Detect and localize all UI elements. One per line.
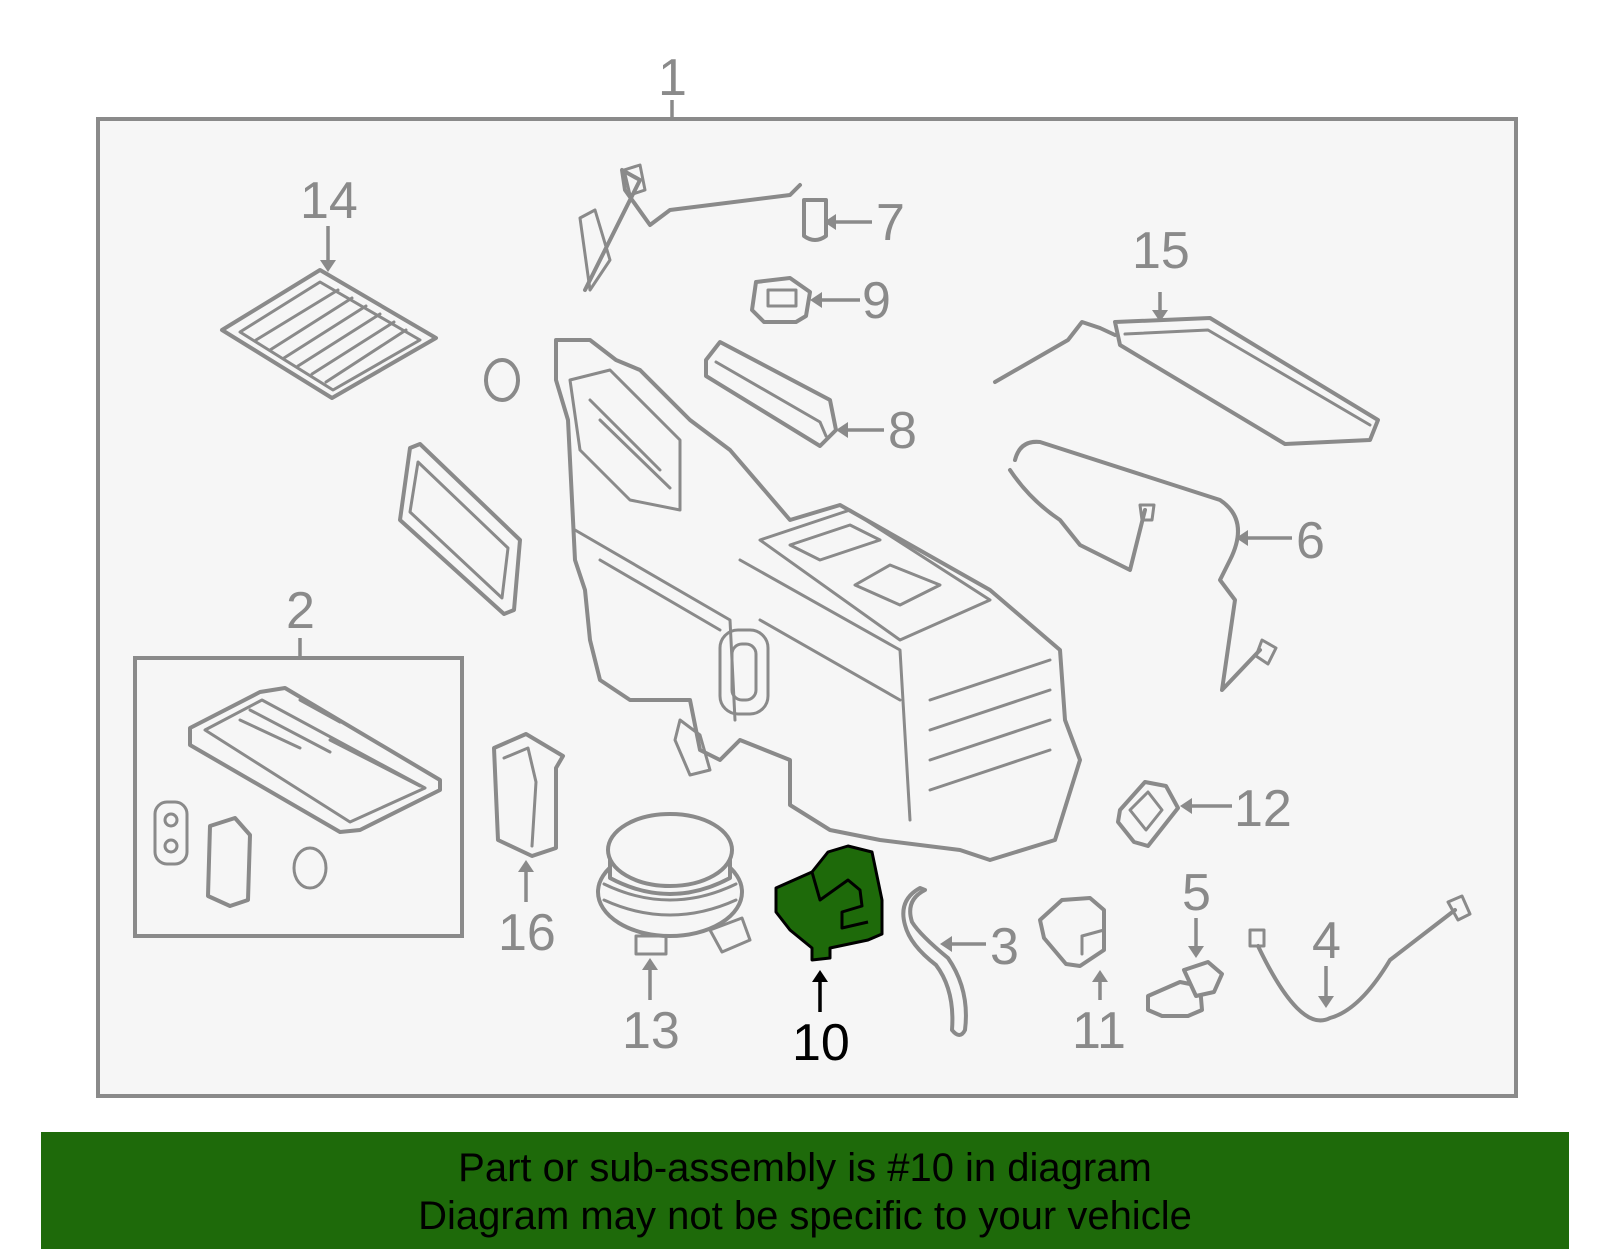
part-14-filter (220, 268, 438, 400)
callout-3[interactable]: 3 (990, 918, 1019, 976)
callout-8[interactable]: 8 (888, 402, 917, 460)
part-12-sensor (1116, 780, 1180, 848)
part-16-duct (492, 732, 565, 858)
callout-16[interactable]: 16 (498, 904, 556, 962)
callout-15[interactable]: 15 (1132, 222, 1190, 280)
callout-4[interactable]: 4 (1312, 912, 1341, 970)
notice-line-2: Diagram may not be specific to your vehi… (418, 1194, 1192, 1238)
callout-1[interactable]: 1 (658, 49, 687, 107)
part-3-drain-hose (901, 886, 968, 1037)
callout-2[interactable]: 2 (286, 582, 315, 640)
part-4-harness (1248, 894, 1472, 1023)
seal-ring (484, 358, 520, 402)
callout-10[interactable]: 10 (792, 1014, 850, 1072)
part-11-actuator (1038, 896, 1106, 968)
part-9-actuator (750, 276, 812, 324)
callout-7[interactable]: 7 (876, 194, 905, 252)
part-15-heater-core (993, 316, 1380, 446)
callout-9[interactable]: 9 (862, 272, 891, 330)
hvac-case (554, 338, 1082, 862)
part-10-highlighted[interactable] (774, 844, 884, 962)
callout-11[interactable]: 11 (1072, 1002, 1126, 1060)
evaporator-panel (398, 442, 522, 616)
callout-13[interactable]: 13 (622, 1002, 680, 1060)
part-7-sensor-wire (578, 163, 828, 292)
callout-12[interactable]: 12 (1234, 780, 1292, 838)
part-2-filter-tray (153, 686, 442, 908)
callout-14[interactable]: 14 (300, 172, 358, 230)
notice-banner: Part or sub-assembly is #10 in diagram D… (41, 1132, 1569, 1249)
part-13-blower-motor (596, 812, 752, 956)
part-5-clip (1146, 960, 1224, 1018)
callout-6[interactable]: 6 (1296, 512, 1325, 570)
callout-5[interactable]: 5 (1182, 864, 1211, 922)
part-6-tube (1008, 439, 1278, 692)
notice-line-1: Part or sub-assembly is #10 in diagram (458, 1146, 1152, 1190)
